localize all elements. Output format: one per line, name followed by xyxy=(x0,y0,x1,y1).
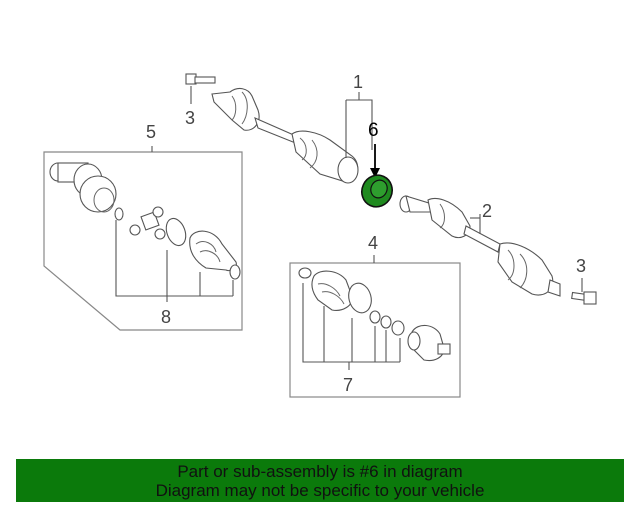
spider-cap xyxy=(129,224,141,236)
callout-8: 8 xyxy=(161,307,171,327)
callout-3-left: 3 xyxy=(185,108,195,128)
outer-joint-housing xyxy=(49,162,117,213)
axle-shaft-1: 3 1 xyxy=(185,72,373,184)
washer-a xyxy=(369,310,381,324)
boot-clamp-large xyxy=(165,217,187,247)
seal-part-6: 6 xyxy=(361,120,393,208)
axle-shaft-2: 2 3 xyxy=(399,195,597,305)
snap-ring-left xyxy=(114,207,124,221)
parts-diagram: 5 8 3 1 6 xyxy=(43,72,597,398)
callout-4: 4 xyxy=(368,233,378,253)
callout-6: 6 xyxy=(368,120,379,141)
boot-clamp-small xyxy=(229,264,241,280)
callout-7: 7 xyxy=(343,375,353,395)
washer-b xyxy=(380,315,392,329)
callout-3-right: 3 xyxy=(576,256,586,276)
boot-left xyxy=(189,230,237,272)
banner-line-1: Part or sub-assembly is #6 in diagram xyxy=(177,462,463,481)
assembly-5-box: 5 8 xyxy=(43,122,243,331)
snap-ring-center xyxy=(391,320,405,336)
clamp-ring-a xyxy=(298,267,312,279)
callout-1: 1 xyxy=(353,72,363,92)
clamp-ring-b xyxy=(348,282,372,314)
leader-8 xyxy=(115,220,234,302)
boot-center xyxy=(311,270,353,311)
assembly-4-box: 4 7 xyxy=(289,233,461,398)
bolt-3-left xyxy=(185,73,216,104)
banner-line-2: Diagram may not be specific to your vehi… xyxy=(155,481,485,500)
leader-7 xyxy=(302,283,401,370)
info-banner: Part or sub-assembly is #6 in diagram Di… xyxy=(16,459,624,502)
tripod-spider xyxy=(140,206,166,240)
callout-2: 2 xyxy=(482,201,492,221)
callout-5: 5 xyxy=(146,122,156,142)
inner-joint-center xyxy=(407,324,451,362)
bolt-3-right xyxy=(571,278,597,305)
